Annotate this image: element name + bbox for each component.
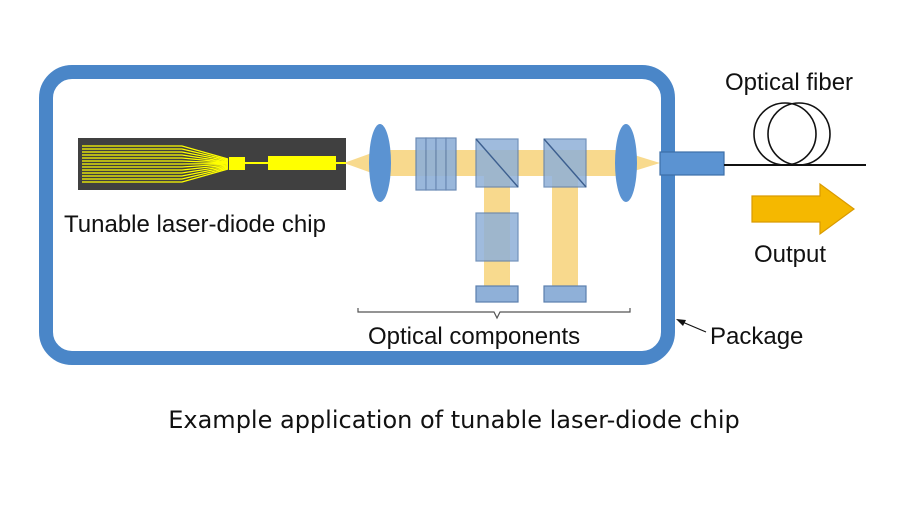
waveguide-array bbox=[82, 145, 229, 183]
photodetector-1 bbox=[475, 285, 519, 303]
beam-splitter-1 bbox=[475, 138, 519, 188]
chip-gain-section bbox=[229, 157, 245, 170]
beam-splitter-2 bbox=[543, 138, 587, 188]
laser-chip bbox=[78, 138, 346, 190]
fiber-ferrule bbox=[659, 151, 725, 176]
beam-branch-2 bbox=[552, 176, 578, 290]
chip-label: Tunable laser-diode chip bbox=[64, 211, 326, 238]
collimating-lens bbox=[369, 124, 391, 202]
filter-stack bbox=[415, 137, 457, 191]
right-arrow-icon bbox=[751, 182, 856, 236]
figure-caption: Example application of tunable laser-dio… bbox=[168, 406, 740, 434]
package-label: Package bbox=[710, 323, 803, 350]
focusing-lens bbox=[615, 124, 637, 202]
output-label: Output bbox=[754, 241, 826, 268]
optical-components-brace bbox=[357, 308, 631, 320]
photodetector-2 bbox=[543, 285, 587, 303]
optical-fiber-label: Optical fiber bbox=[725, 69, 853, 96]
optical-components-label: Optical components bbox=[368, 323, 580, 350]
branch-filter bbox=[475, 212, 519, 262]
package-pointer bbox=[676, 319, 707, 333]
fiber-coil-icon bbox=[753, 102, 831, 166]
chip-soa-section bbox=[268, 156, 336, 170]
